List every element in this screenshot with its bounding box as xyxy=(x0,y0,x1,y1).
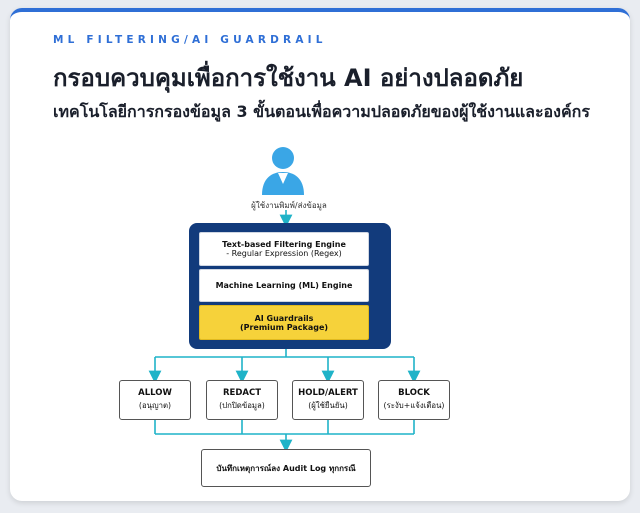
action-redact: REDACT (ปกปิดข้อมูล) xyxy=(206,380,278,420)
action-title: BLOCK xyxy=(398,388,430,398)
action-detail: (อนุญาต) xyxy=(138,401,172,410)
action-title: REDACT xyxy=(222,388,262,398)
audit-log-box: บันทึกเหตุการณ์ลง Audit Log ทุกกรณี xyxy=(201,449,371,487)
filtering-engine-stack: Text-based Filtering Engine - Regular Ex… xyxy=(189,223,391,349)
layer-ml-engine: Machine Learning (ML) Engine xyxy=(199,269,369,302)
action-detail: (ระงับ+แจ้งเตือน) xyxy=(383,401,445,410)
action-title: HOLD/ALERT xyxy=(298,388,358,398)
layer-text-filtering: Text-based Filtering Engine - Regular Ex… xyxy=(199,232,369,266)
layer-ai-guardrails: AI Guardrails (Premium Package) xyxy=(199,305,369,340)
layer-detail: (Premium Package) xyxy=(239,322,329,332)
page-subtitle: เทคโนโลยีการกรองข้อมูล 3 ขั้นตอนเพื่อควา… xyxy=(53,102,590,121)
eyebrow-label: ML FILTERING/AI GUARDRAIL xyxy=(53,34,327,46)
page-title: กรอบควบคุมเพื่อการใช้งาน AI อย่างปลอดภัย xyxy=(53,64,524,92)
action-allow: ALLOW (อนุญาต) xyxy=(119,380,191,420)
action-block: BLOCK (ระงับ+แจ้งเตือน) xyxy=(378,380,450,420)
slide-card: ML FILTERING/AI GUARDRAIL กรอบควบคุมเพื่… xyxy=(10,8,630,501)
layer-title: Machine Learning (ML) Engine xyxy=(215,281,353,290)
action-hold-alert: HOLD/ALERT (ผู้ใช้ยืนยัน) xyxy=(292,380,364,420)
layer-detail: - Regular Expression (Regex) xyxy=(226,249,342,258)
layer-title: AI Guardrails xyxy=(254,313,314,323)
layer-title: Text-based Filtering Engine xyxy=(222,240,346,249)
flow-connectors xyxy=(148,147,421,453)
action-detail: (ปกปิดข้อมูล) xyxy=(219,401,265,410)
action-title: ALLOW xyxy=(138,388,172,398)
user-input-label: ผู้ใช้งานพิมพ์/ส่งข้อมูล xyxy=(251,201,327,210)
action-detail: (ผู้ใช้ยืนยัน) xyxy=(308,401,348,410)
user-icon xyxy=(262,147,304,195)
